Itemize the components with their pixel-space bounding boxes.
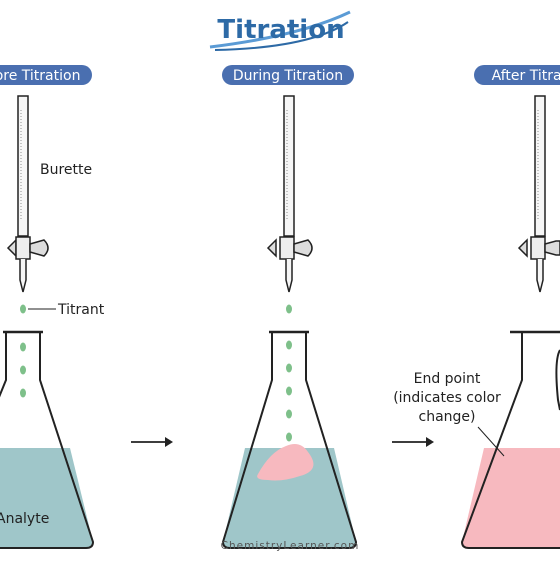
stopcock-handle <box>29 239 49 257</box>
burette-tube <box>17 95 29 237</box>
burette-tip <box>19 259 27 293</box>
end-point-label-line3: change) <box>419 409 476 425</box>
flask-outline <box>221 332 358 549</box>
arrow-1 <box>131 437 173 447</box>
stage-banner-before: Before Titration <box>0 65 92 85</box>
burette-tube <box>534 95 546 237</box>
titrant-drop <box>20 342 26 352</box>
stopcock-left <box>266 238 277 258</box>
titrant-drop <box>20 304 26 314</box>
burette-before <box>6 95 49 293</box>
stopcock-handle <box>293 239 313 257</box>
end-point-pointer <box>477 426 505 457</box>
titrant-label: Titrant <box>57 302 105 318</box>
banner-after-label: After Titration <box>492 68 560 84</box>
title-group: Titration <box>209 10 351 51</box>
burette-label: Burette <box>40 162 92 178</box>
arrow-2 <box>392 437 434 447</box>
burette-tip <box>536 259 544 293</box>
source-credit: ChemistryLearner.com <box>221 540 360 552</box>
titrant-drop <box>286 409 292 419</box>
analyte-label: Analyte <box>0 511 49 527</box>
titrant-drop <box>286 386 292 396</box>
titrant-drop <box>20 388 26 398</box>
analyte-liquid <box>223 448 356 548</box>
stage-banner-during: During Titration <box>222 65 354 85</box>
burette-tip <box>285 259 293 293</box>
title-swoosh <box>209 10 351 49</box>
pink-liquid <box>462 448 560 548</box>
stopcock-left <box>6 238 17 258</box>
burette-after <box>517 95 560 293</box>
banner-after-bg <box>474 65 560 85</box>
burette-tube <box>283 95 295 237</box>
flask-neck-right <box>555 349 560 411</box>
flask-before <box>0 330 95 549</box>
titrant-drop <box>286 340 292 350</box>
end-point-label-line2: (indicates color <box>393 390 501 406</box>
flask-outline <box>0 332 95 549</box>
stopcock-handle <box>544 240 560 256</box>
page-title: Titration <box>217 15 344 45</box>
end-point-label-line1: End point <box>414 371 481 387</box>
titrant-drop <box>20 365 26 375</box>
stage-banner-after: After Titration <box>474 65 560 85</box>
stopcock-left <box>517 238 528 258</box>
pink-color-zone <box>257 444 314 481</box>
banner-before-bg <box>0 65 92 85</box>
banner-before-label: Before Titration <box>0 68 80 84</box>
flask-during <box>221 330 358 549</box>
flask-outline <box>460 332 560 549</box>
titrant-drop <box>286 432 292 442</box>
flask-after <box>460 330 560 549</box>
stopcock-body <box>279 236 295 260</box>
stopcock-body <box>530 236 546 260</box>
titrant-drop <box>286 304 292 314</box>
titrant-drop <box>286 363 292 373</box>
stopcock-body <box>15 236 31 260</box>
burette-during <box>266 95 313 293</box>
banner-during-bg <box>222 65 354 85</box>
banner-during-label: During Titration <box>233 68 343 84</box>
title-swoosh-inner <box>214 21 349 51</box>
